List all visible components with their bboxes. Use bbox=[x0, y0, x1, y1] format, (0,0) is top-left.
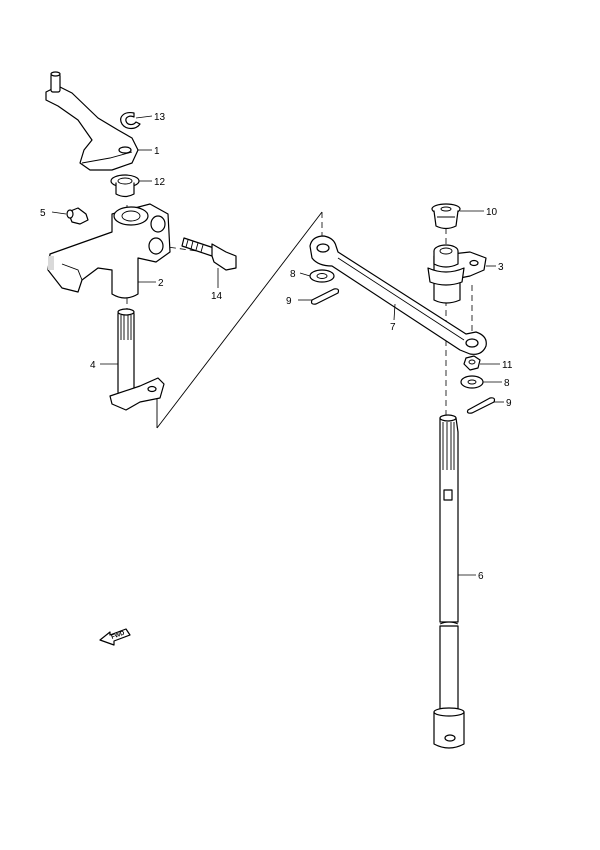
callout-12: 12 bbox=[154, 177, 166, 188]
part-9-cotter-pin-lower bbox=[466, 397, 496, 414]
fwd-label: FWD bbox=[111, 630, 127, 641]
callout-3: 3 bbox=[498, 262, 504, 273]
callout-8-lower: 8 bbox=[504, 378, 510, 389]
forward-arrow-icon: FWD bbox=[99, 628, 131, 646]
part-3-bracket bbox=[427, 244, 487, 304]
part-1-shift-lever bbox=[45, 71, 139, 171]
part-2-housing bbox=[47, 203, 171, 299]
callout-7: 7 bbox=[390, 322, 396, 333]
part-14-bolt bbox=[181, 237, 237, 271]
part-6-shift-rod bbox=[433, 414, 465, 749]
callout-9-lower: 9 bbox=[506, 398, 512, 409]
part-9-cotter-pin-upper bbox=[310, 288, 340, 305]
part-8-washer-upper bbox=[309, 269, 335, 283]
callout-11: 11 bbox=[502, 360, 513, 371]
callout-10: 10 bbox=[486, 207, 498, 218]
part-4-shift-shaft bbox=[109, 308, 165, 411]
callout-14: 14 bbox=[211, 291, 223, 302]
callout-1: 1 bbox=[154, 146, 160, 157]
part-10-plug bbox=[431, 203, 461, 230]
part-8-washer-lower bbox=[460, 375, 484, 389]
part-13-e-clip bbox=[120, 112, 141, 130]
callout-9-upper: 9 bbox=[286, 296, 292, 307]
assembly-lines bbox=[126, 175, 473, 429]
part-5-grease-nipple bbox=[66, 207, 89, 225]
callout-5: 5 bbox=[40, 208, 46, 219]
part-12-bushing bbox=[110, 174, 140, 198]
part-7-link-rod bbox=[309, 235, 487, 355]
leader-lines bbox=[51, 115, 504, 576]
callout-labels: 13 1 12 5 2 14 4 10 3 8 9 7 11 8 9 6 bbox=[40, 112, 513, 582]
callout-8-upper: 8 bbox=[290, 269, 296, 280]
callout-4: 4 bbox=[90, 360, 96, 371]
callout-13: 13 bbox=[154, 112, 166, 123]
part-11-nut bbox=[463, 355, 481, 371]
callout-2: 2 bbox=[158, 278, 164, 289]
callout-6: 6 bbox=[478, 571, 484, 582]
